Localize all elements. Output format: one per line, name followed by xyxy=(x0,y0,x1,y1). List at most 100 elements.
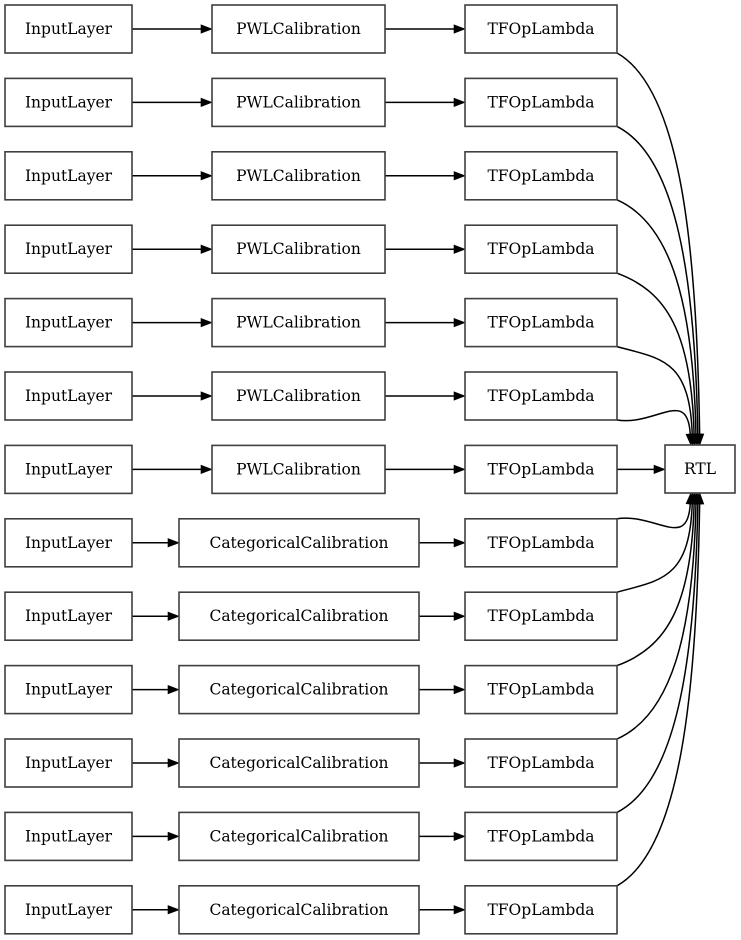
node-tf-op-lambda-8-box[interactable] xyxy=(464,591,618,642)
node-input-layer-9-label: InputLayer xyxy=(25,681,113,699)
node-categorical-calibration-11-box[interactable] xyxy=(178,811,420,862)
node-tf-op-lambda-7[interactable]: TFOpLambda xyxy=(464,517,618,568)
node-input-layer-3[interactable]: InputLayer xyxy=(4,224,133,274)
node-pwl-calibration-4[interactable]: PWLCalibration xyxy=(211,297,386,348)
node-input-layer-7-box[interactable] xyxy=(4,517,133,568)
node-categorical-calibration-8[interactable]: CategoricalCalibration xyxy=(178,591,420,642)
node-categorical-calibration-10-box[interactable] xyxy=(178,738,420,788)
node-tf-op-lambda-10[interactable]: TFOpLambda xyxy=(464,738,618,788)
node-tf-op-lambda-5-box[interactable] xyxy=(464,371,618,421)
node-input-layer-10-box[interactable] xyxy=(4,738,133,788)
node-pwl-calibration-4-box[interactable] xyxy=(211,297,386,348)
node-tf-op-lambda-3[interactable]: TFOpLambda xyxy=(464,224,618,274)
node-tf-op-lambda-4[interactable]: TFOpLambda xyxy=(464,297,618,348)
node-tf-op-lambda-0-box[interactable] xyxy=(464,4,618,54)
node-tf-op-lambda-11-box[interactable] xyxy=(464,811,618,862)
node-input-layer-8[interactable]: InputLayer xyxy=(4,591,133,642)
node-input-layer-2-box[interactable] xyxy=(4,151,133,201)
node-input-layer-11[interactable]: InputLayer xyxy=(4,811,133,862)
edge-lambda-12-to-rtl xyxy=(616,503,701,887)
node-input-layer-6[interactable]: InputLayer xyxy=(4,444,133,495)
node-tf-op-lambda-9-box[interactable] xyxy=(464,664,618,715)
node-tf-op-lambda-6[interactable]: TFOpLambda xyxy=(464,444,618,495)
node-input-layer-1-box[interactable] xyxy=(4,77,133,128)
node-tf-op-lambda-4-box[interactable] xyxy=(464,297,618,348)
node-input-layer-9[interactable]: InputLayer xyxy=(4,664,133,715)
node-tf-op-lambda-12[interactable]: TFOpLambda xyxy=(464,884,618,935)
node-tf-op-lambda-10-box[interactable] xyxy=(464,738,618,788)
node-tf-op-lambda-0-label: TFOpLambda xyxy=(487,20,594,38)
node-categorical-calibration-12-label: CategoricalCalibration xyxy=(209,901,388,919)
node-categorical-calibration-7-box[interactable] xyxy=(178,517,420,568)
node-input-layer-4-box[interactable] xyxy=(4,297,133,348)
node-input-layer-7[interactable]: InputLayer xyxy=(4,517,133,568)
node-pwl-calibration-0[interactable]: PWLCalibration xyxy=(211,4,386,54)
node-input-layer-11-label: InputLayer xyxy=(25,827,113,845)
node-categorical-calibration-9-box[interactable] xyxy=(178,664,420,715)
node-input-layer-12-box[interactable] xyxy=(4,884,133,935)
node-pwl-calibration-6[interactable]: PWLCalibration xyxy=(211,444,386,495)
edge-calibration-11-to-lambda-arrowhead xyxy=(453,831,466,842)
edge-lambda-1-to-rtl xyxy=(616,125,699,435)
node-input-layer-2[interactable]: InputLayer xyxy=(4,151,133,201)
node-categorical-calibration-12-box[interactable] xyxy=(178,884,420,935)
node-pwl-calibration-2-label: PWLCalibration xyxy=(236,167,361,185)
node-tf-op-lambda-5[interactable]: TFOpLambda xyxy=(464,371,618,421)
node-tf-op-lambda-4-label: TFOpLambda xyxy=(487,314,594,332)
node-categorical-calibration-7-label: CategoricalCalibration xyxy=(209,534,388,552)
node-tf-op-lambda-2-box[interactable] xyxy=(464,151,618,201)
node-rtl-output-box[interactable] xyxy=(664,444,736,494)
node-input-layer-11-box[interactable] xyxy=(4,811,133,862)
node-pwl-calibration-0-label: PWLCalibration xyxy=(236,20,361,38)
edge-calibration-9-to-lambda-arrowhead xyxy=(453,684,466,695)
node-categorical-calibration-9[interactable]: CategoricalCalibration xyxy=(178,664,420,715)
node-tf-op-lambda-9-label: TFOpLambda xyxy=(487,681,594,699)
node-input-layer-5[interactable]: InputLayer xyxy=(4,371,133,421)
node-tf-op-lambda-8[interactable]: TFOpLambda xyxy=(464,591,618,642)
node-input-layer-5-box[interactable] xyxy=(4,371,133,421)
node-input-layer-8-box[interactable] xyxy=(4,591,133,642)
node-input-layer-3-box[interactable] xyxy=(4,224,133,274)
node-pwl-calibration-5-label: PWLCalibration xyxy=(236,387,361,405)
node-pwl-calibration-6-box[interactable] xyxy=(211,444,386,495)
node-categorical-calibration-8-box[interactable] xyxy=(178,591,420,642)
node-pwl-calibration-2-box[interactable] xyxy=(211,151,386,201)
node-tf-op-lambda-2-label: TFOpLambda xyxy=(487,167,594,185)
node-tf-op-lambda-12-box[interactable] xyxy=(464,884,618,935)
node-pwl-calibration-0-box[interactable] xyxy=(211,4,386,54)
node-tf-op-lambda-6-box[interactable] xyxy=(464,444,618,495)
node-rtl-output[interactable]: RTL xyxy=(664,444,736,494)
edge-calibration-0-to-lambda-arrowhead xyxy=(453,24,466,34)
node-categorical-calibration-12[interactable]: CategoricalCalibration xyxy=(178,884,420,935)
node-pwl-calibration-3[interactable]: PWLCalibration xyxy=(211,224,386,274)
node-tf-op-lambda-3-box[interactable] xyxy=(464,224,618,274)
node-pwl-calibration-2[interactable]: PWLCalibration xyxy=(211,151,386,201)
edge-input-4-to-calibration-arrowhead xyxy=(200,317,213,328)
node-categorical-calibration-11[interactable]: CategoricalCalibration xyxy=(178,811,420,862)
node-tf-op-lambda-7-box[interactable] xyxy=(464,517,618,568)
node-input-layer-0[interactable]: InputLayer xyxy=(4,4,133,54)
node-categorical-calibration-10[interactable]: CategoricalCalibration xyxy=(178,738,420,788)
node-categorical-calibration-11-label: CategoricalCalibration xyxy=(209,827,388,845)
node-tf-op-lambda-9[interactable]: TFOpLambda xyxy=(464,664,618,715)
node-pwl-calibration-1-box[interactable] xyxy=(211,77,386,128)
node-pwl-calibration-1[interactable]: PWLCalibration xyxy=(211,77,386,128)
node-pwl-calibration-5[interactable]: PWLCalibration xyxy=(211,371,386,421)
node-tf-op-lambda-1-box[interactable] xyxy=(464,77,618,128)
node-input-layer-9-box[interactable] xyxy=(4,664,133,715)
node-input-layer-0-box[interactable] xyxy=(4,4,133,54)
node-tf-op-lambda-2[interactable]: TFOpLambda xyxy=(464,151,618,201)
node-tf-op-lambda-0[interactable]: TFOpLambda xyxy=(464,4,618,54)
node-pwl-calibration-3-box[interactable] xyxy=(211,224,386,274)
node-input-layer-10[interactable]: InputLayer xyxy=(4,738,133,788)
node-tf-op-lambda-1[interactable]: TFOpLambda xyxy=(464,77,618,128)
node-input-layer-4[interactable]: InputLayer xyxy=(4,297,133,348)
node-input-layer-12[interactable]: InputLayer xyxy=(4,884,133,935)
node-pwl-calibration-5-box[interactable] xyxy=(211,371,386,421)
node-input-layer-6-box[interactable] xyxy=(4,444,133,495)
edge-input-0-to-calibration-arrowhead xyxy=(200,24,213,34)
node-tf-op-lambda-11[interactable]: TFOpLambda xyxy=(464,811,618,862)
node-categorical-calibration-7[interactable]: CategoricalCalibration xyxy=(178,517,420,568)
node-input-layer-1[interactable]: InputLayer xyxy=(4,77,133,128)
